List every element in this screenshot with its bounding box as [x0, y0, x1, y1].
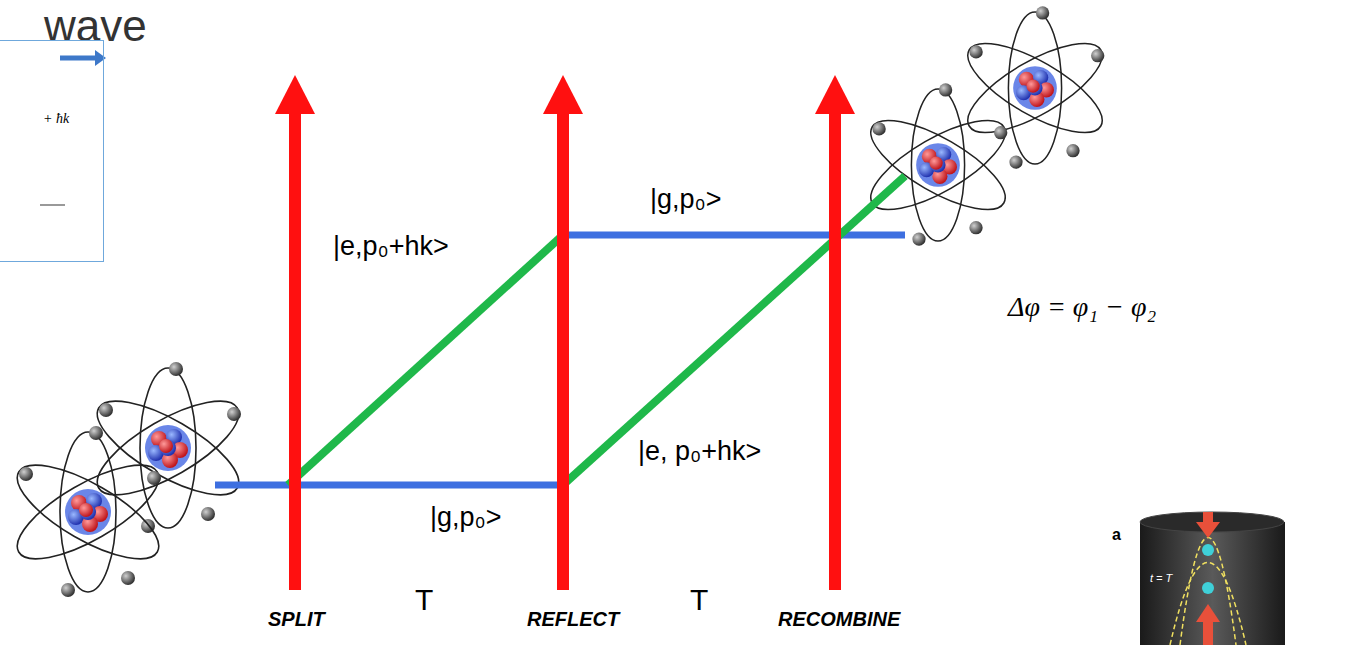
slide-title: wave	[44, 2, 147, 50]
time-label: T	[690, 583, 708, 616]
pulse-label: RECOMBINE	[778, 608, 900, 630]
panel-letter: a	[1112, 526, 1121, 544]
time-label: T	[415, 583, 433, 616]
pulse-label: REFLECT	[527, 608, 619, 630]
phase-equation: Δφ = φ₁ − φ₂	[1008, 292, 1156, 323]
state-label: |g,p₀>	[650, 185, 722, 215]
state-label: |e, p₀+hk>	[638, 437, 761, 467]
pulse-label: SPLIT	[268, 608, 325, 630]
inset-time-label: t = T	[1150, 572, 1172, 584]
state-label: |e,p₀+hk>	[333, 232, 449, 262]
inset-box: + ħk	[0, 40, 104, 262]
momentum-label: + ħk	[43, 111, 69, 126]
state-label: |g,p₀>	[430, 503, 502, 533]
